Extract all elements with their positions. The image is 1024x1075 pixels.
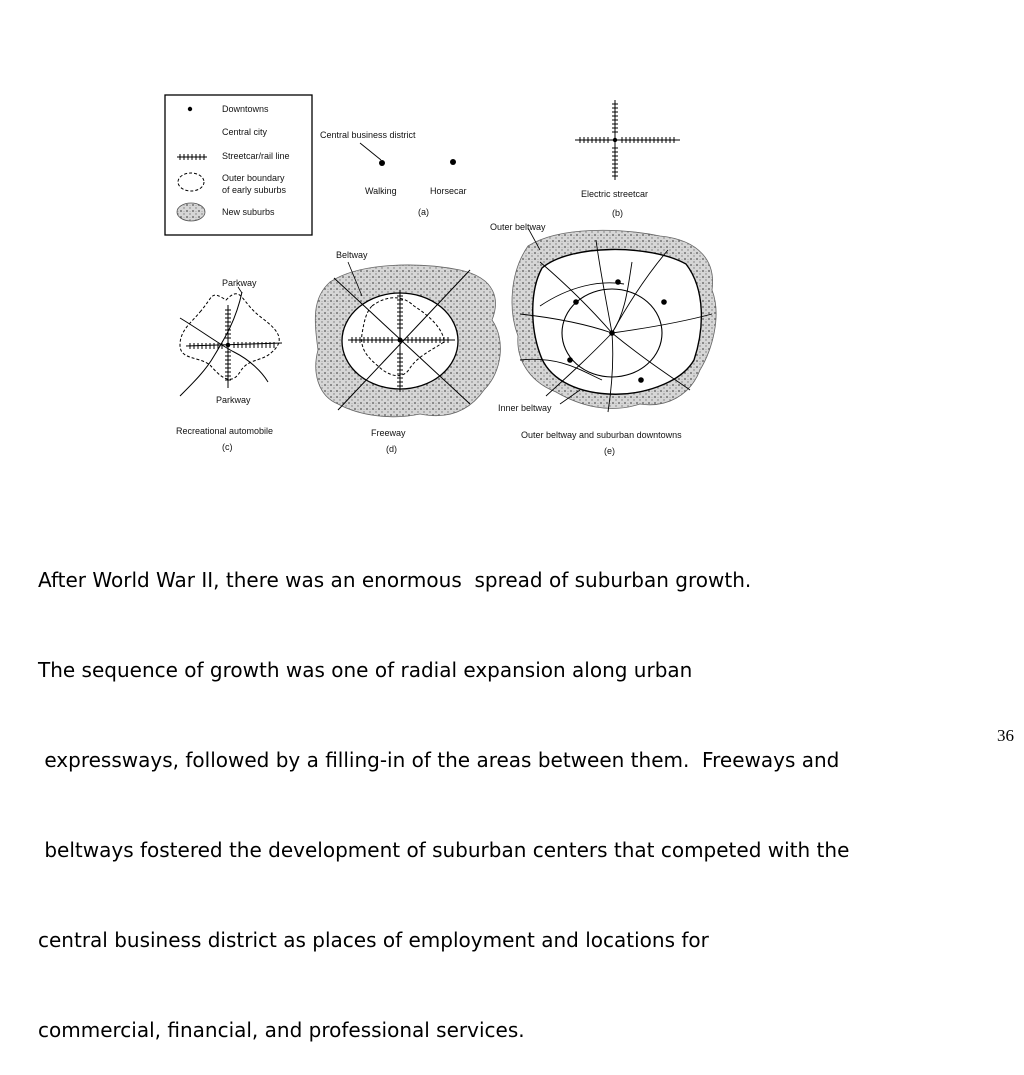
panel-e-outer-beltway-label: Outer beltway xyxy=(490,222,546,232)
panel-c-parkway-bottom: Parkway xyxy=(216,395,251,405)
panel-c: Parkway Parkway Recreational automobile … xyxy=(176,278,283,452)
cbd-annotation: Central business district xyxy=(320,130,416,140)
horsecar-downtown-dot xyxy=(450,159,456,165)
walking-label: Walking xyxy=(365,186,397,196)
panel-e-caption: Outer beltway and suburban downtowns xyxy=(521,430,682,440)
legend-label: of early suburbs xyxy=(222,185,287,195)
panel-a: Central business district Walking Horsec… xyxy=(320,130,467,217)
panel-c-letter: (c) xyxy=(222,442,233,452)
legend-box: Downtowns Central city Streetcar/rail li… xyxy=(164,94,313,236)
panel-c-caption: Recreational automobile xyxy=(176,426,273,436)
panel-e-letter: (e) xyxy=(604,446,615,456)
suburban-growth-diagram: Downtowns Central city Streetcar/rail li… xyxy=(164,94,717,456)
stipple-icon xyxy=(176,202,206,222)
body-paragraph: After World War II, there was an enormou… xyxy=(38,505,1018,1075)
legend-label: Downtowns xyxy=(222,104,269,114)
panel-c-parkway-top: Parkway xyxy=(222,278,257,288)
panel-a-letter: (a) xyxy=(418,207,429,217)
panel-d-caption: Freeway xyxy=(371,428,406,438)
legend-label: Central city xyxy=(222,127,268,137)
body-line: beltways fostered the development of sub… xyxy=(38,838,850,862)
slide-number: 36 xyxy=(997,726,1014,745)
panel-b-caption: Electric streetcar xyxy=(581,189,648,199)
walking-downtown-dot xyxy=(379,160,385,166)
body-line: central business district as places of e… xyxy=(38,928,709,952)
panel-d-letter: (d) xyxy=(386,444,397,454)
panel-b xyxy=(575,100,680,180)
body-line: expressways, followed by a filling-in of… xyxy=(38,748,840,772)
dashed-boundary-icon xyxy=(177,172,205,192)
legend-label: Streetcar/rail line xyxy=(222,151,290,161)
legend-label: Outer boundary xyxy=(222,173,285,183)
panel-e-inner-beltway-label: Inner beltway xyxy=(498,403,552,413)
panel-e: Outer beltway Inner beltway Outer beltwa… xyxy=(490,222,717,456)
body-line: The sequence of growth was one of radial… xyxy=(38,658,693,682)
panel-d-beltway-label: Beltway xyxy=(336,250,368,260)
horsecar-label: Horsecar xyxy=(430,186,467,196)
legend-label: New suburbs xyxy=(222,207,275,217)
downtown-dot-icon xyxy=(187,106,193,112)
body-line: commercial, financial, and professional … xyxy=(38,1018,525,1042)
panel-b-letter: (b) xyxy=(612,208,623,218)
rail-line-icon xyxy=(177,154,207,160)
body-line: After World War II, there was an enormou… xyxy=(38,568,752,592)
panel-d: Beltway Freeway (d) xyxy=(314,250,501,454)
